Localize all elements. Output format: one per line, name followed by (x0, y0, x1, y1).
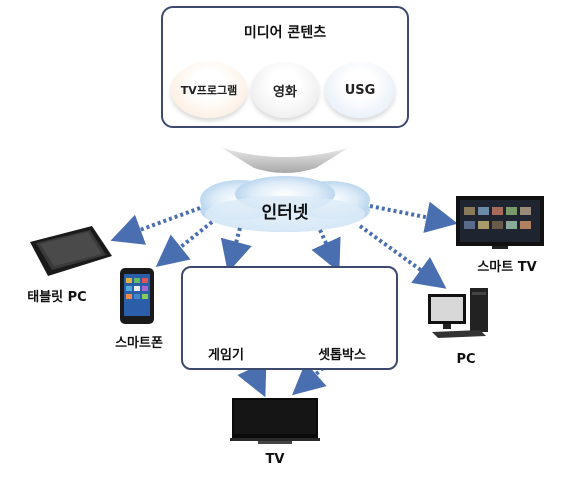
down-chevron-arrow (222, 148, 348, 173)
tv-icon (230, 398, 320, 444)
smart-tv-icon (456, 196, 544, 249)
settop-label: 셋톱박스 (318, 348, 366, 363)
pc-icon (428, 288, 488, 338)
media-contents-title: 미디어 콘텐츠 (243, 25, 327, 41)
internet-label: 인터넷 (261, 203, 309, 223)
arrow-to-console (220, 227, 252, 273)
media-contents-box: 미디어 콘텐츠 TV프로그램 영화 USG (161, 6, 409, 128)
home-device-group-box (181, 266, 398, 370)
arrow-to-settop (311, 229, 341, 273)
console-label: 게임기 (208, 348, 244, 363)
internet-cloud (200, 176, 370, 232)
media-item-tv-program: TV프로그램 (171, 62, 247, 118)
arrow-to-smartphone (155, 220, 214, 267)
tablet-icon (30, 226, 112, 276)
smartphone-icon (120, 268, 154, 324)
tv-label: TV (265, 452, 285, 467)
smart-tv-label: 스마트 TV (477, 260, 537, 275)
tablet-label: 태블릿 PC (27, 290, 87, 305)
pc-label: PC (456, 352, 476, 367)
arrow-to-smarttv (369, 201, 458, 233)
arrow-to-tablet (110, 206, 201, 245)
media-item-usg: USG (325, 62, 395, 118)
arrow-to-pc (358, 224, 447, 289)
smartphone-label: 스마트폰 (115, 336, 163, 351)
media-item-movie: 영화 (251, 62, 319, 118)
